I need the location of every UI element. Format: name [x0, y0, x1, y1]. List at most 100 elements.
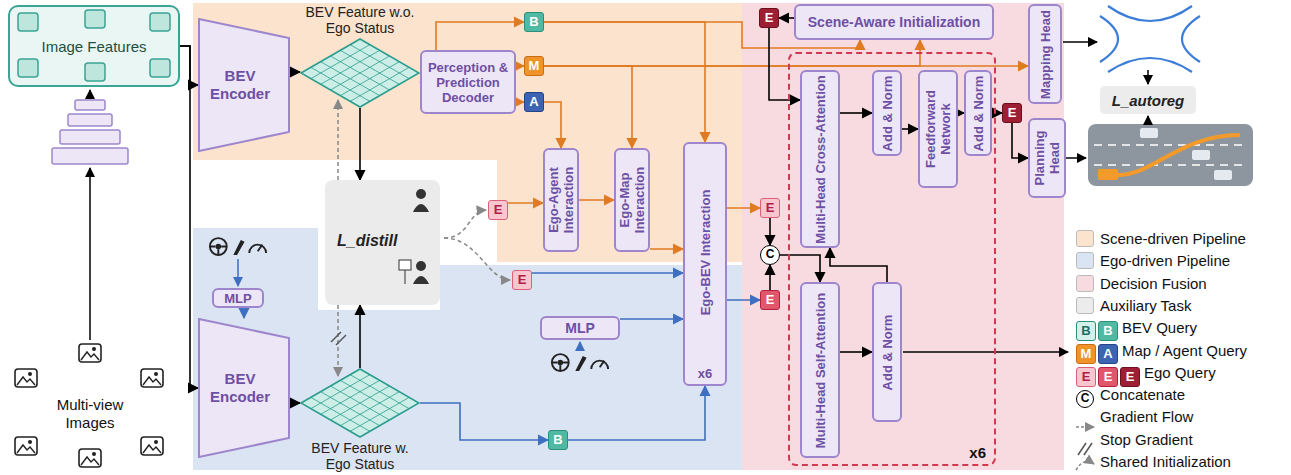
connector [359, 108, 361, 180]
legend-chip: E [1076, 367, 1096, 387]
node-label: E [765, 10, 774, 25]
feature-pyramid [52, 100, 128, 164]
input-label: Multi-view Images [40, 396, 140, 432]
connector [992, 112, 1002, 114]
connector [769, 218, 771, 245]
connector [243, 308, 245, 318]
node-label: M [529, 58, 540, 73]
query-chip: E [488, 200, 508, 220]
connector [290, 402, 300, 404]
legend-text: Decision Fusion [1100, 274, 1207, 293]
process-box: Add & Norm [872, 282, 902, 422]
image-arrows [89, 90, 91, 340]
process-box: Multi-Head Cross-Attention [800, 70, 840, 248]
legend-swatch [1076, 297, 1094, 314]
loss-box: L_distill [325, 180, 440, 305]
connector [568, 386, 705, 440]
node-label: Image Features [41, 38, 146, 55]
node-label: Feedforward Network [923, 74, 953, 184]
connector [779, 17, 794, 19]
legend-samples [1076, 427, 1094, 470]
node-label: BEV Feature w.o. Ego Status [300, 4, 420, 36]
query-chip: E [512, 270, 532, 290]
node-label: BEV Encoder [202, 67, 278, 103]
node-label: Ego-BEV Interaction [698, 146, 713, 358]
connector [180, 46, 198, 85]
connector [840, 351, 872, 353]
connector [727, 299, 760, 301]
node-label: Add & Norm [880, 74, 895, 152]
legend-swatch [1076, 252, 1094, 269]
connector [769, 28, 800, 100]
query-chip: B [548, 430, 568, 450]
encoder-trapezoid: BEV Encoder [198, 18, 290, 152]
image-features-box: Image Features [8, 5, 180, 87]
connector [290, 71, 300, 73]
node-label: MLP [565, 320, 595, 336]
connector [727, 207, 760, 209]
query-chip: A [524, 92, 544, 112]
node-label: L_autoreg [1112, 92, 1185, 109]
node-label: E [518, 272, 527, 287]
node-label: Ego-Agent Interaction [546, 152, 576, 248]
node-label: BEV Encoder [202, 370, 278, 406]
query-chip: E [759, 8, 779, 28]
bev-grid-shape [300, 368, 420, 438]
legend-text: BEV Query [1122, 318, 1197, 337]
query-chip: E [760, 198, 780, 218]
node-label: Add & Norm [880, 286, 895, 418]
connector [620, 318, 683, 320]
process-box: Mapping Head [1028, 4, 1062, 104]
bev-grid-shape [300, 38, 420, 108]
process-box: Perception & Prediction Decoder [420, 50, 516, 114]
query-chip: E [760, 290, 780, 310]
node-label: Multi-Head Self-Attention [813, 286, 828, 454]
process-box: Planning Head [1028, 118, 1066, 198]
connector [544, 22, 705, 142]
legend-swatch [1076, 230, 1094, 247]
node-label: E [1008, 105, 1017, 120]
legend-text: Scene-driven Pipeline [1100, 229, 1246, 248]
legend-text: Ego-driven Pipeline [1100, 251, 1230, 270]
legend-text: Map / Agent Query [1122, 341, 1247, 360]
query-chip: E [1002, 103, 1022, 123]
pipeline-regions [193, 3, 1064, 470]
connector [544, 102, 561, 148]
connector [180, 46, 198, 388]
node-label: BEV Feature w. Ego Status [300, 440, 420, 472]
node-label: Add & Norm [971, 74, 986, 152]
legend-text: Auxiliary Task [1100, 296, 1191, 315]
loss-box: L_autoreg [1100, 86, 1196, 114]
process-box: MLP [540, 316, 620, 340]
node-label: E [766, 200, 775, 215]
connector [840, 112, 872, 114]
connector [516, 65, 524, 67]
legend-text: Stop Gradient [1100, 430, 1193, 449]
connector [508, 202, 543, 204]
decoder-block: x6Multi-Head Cross-AttentionAdd & NormFe… [788, 52, 996, 466]
node-label: Mapping Head [1038, 8, 1053, 100]
legend-chip: E [1098, 367, 1118, 387]
node-label: MLP [224, 291, 251, 306]
connector [902, 128, 918, 130]
connector [544, 66, 632, 148]
legend-chip: A [1098, 344, 1118, 364]
legend-chip: B [1098, 321, 1118, 341]
node-label: C [766, 247, 775, 261]
legend-swatch [1076, 275, 1094, 292]
legend-chip: E [1120, 367, 1140, 387]
node-label: x6 [685, 366, 725, 381]
process-box: Feedforward Network [918, 70, 958, 188]
query-chip: M [524, 56, 544, 76]
process-box: Multi-Head Self-Attention [800, 282, 840, 458]
process-box: Add & Norm [872, 70, 902, 156]
map-drawing [1100, 6, 1200, 72]
node-label: A [529, 94, 538, 109]
connector [1012, 123, 1028, 158]
process-box: Scene-Aware Initialization [794, 4, 994, 40]
legend-text: Ego Query [1144, 363, 1216, 382]
legend-chip: M [1076, 344, 1096, 364]
connector [420, 403, 548, 440]
connector [516, 101, 524, 103]
node-label: L_distill [337, 232, 397, 250]
